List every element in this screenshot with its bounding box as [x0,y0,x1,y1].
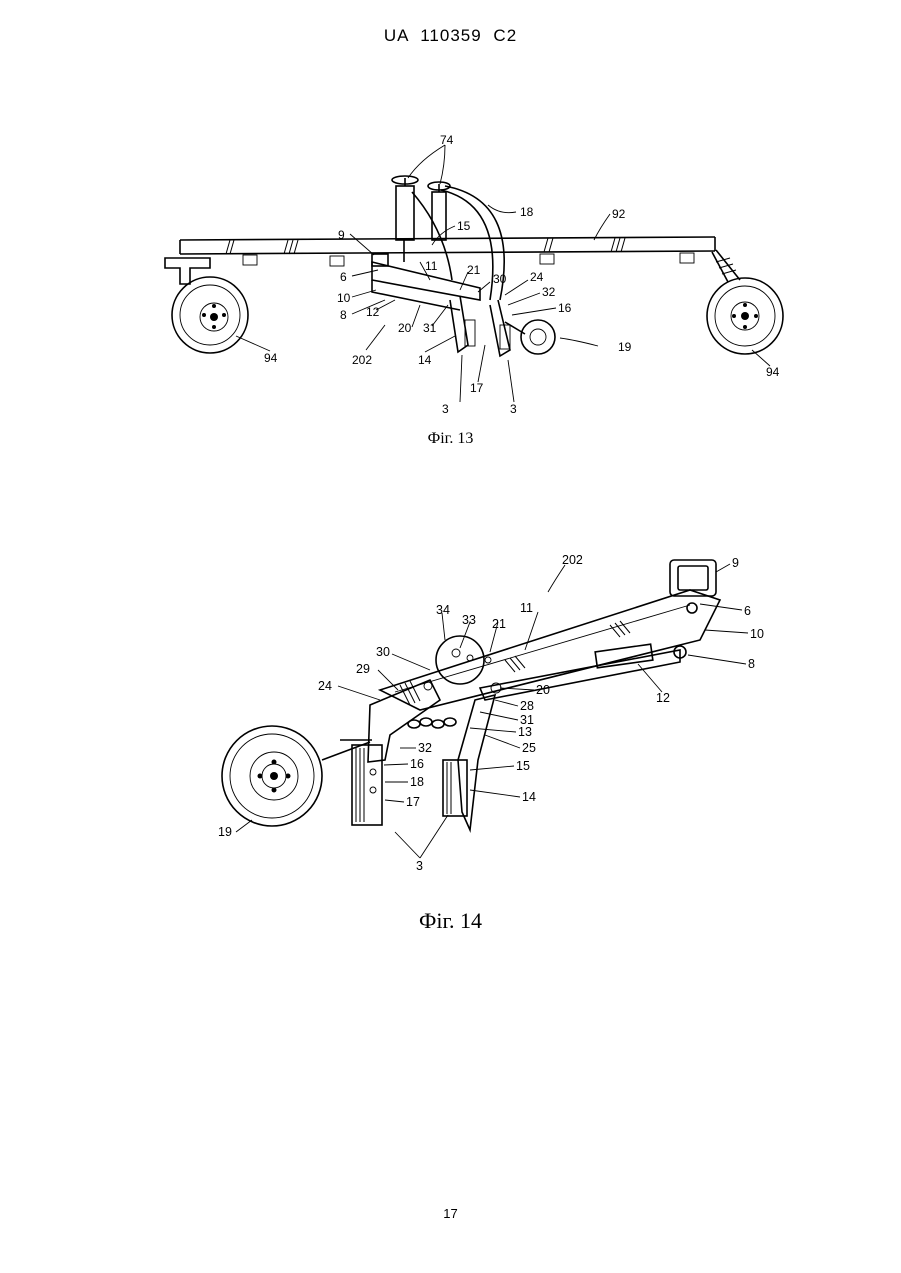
fig13-label-202: 202 [352,353,372,367]
figure-13-drawing: 74 18 92 15 9 6 11 21 30 24 32 16 10 8 1… [0,120,901,430]
fig13-label-10: 10 [337,291,351,305]
fig13-label-6: 6 [340,270,347,284]
fig13-label-14: 14 [418,353,432,367]
fig13-label-9: 9 [338,228,345,242]
fig14-label-20: 20 [536,683,550,697]
fig13-label-21: 21 [467,263,481,277]
fig14-label-14: 14 [522,790,536,804]
fig14-label-11: 11 [520,601,533,615]
fig13-label-31: 31 [423,321,437,335]
fig13-label-3a: 3 [442,402,449,416]
fig13-label-92: 92 [612,207,626,221]
fig14-label-30: 30 [376,645,390,659]
page-number: 17 [0,1206,901,1221]
fig13-label-15: 15 [457,219,471,233]
figure-13-svg: 74 18 92 15 9 6 11 21 30 24 32 16 10 8 1… [0,120,901,430]
fig14-label-21: 21 [492,617,506,631]
fig13-label-12: 12 [366,305,380,319]
fig14-label-3: 3 [416,859,423,873]
fig14-label-34: 34 [436,603,450,617]
fig13-label-74: 74 [440,133,454,147]
fig14-label-10: 10 [750,627,764,641]
fig14-label-12: 12 [656,691,670,705]
fig14-label-6: 6 [744,604,751,618]
fig13-label-94-right: 94 [766,365,780,379]
fig13-label-19: 19 [618,340,632,354]
fig13-label-11: 11 [425,259,438,273]
fig14-label-32: 32 [418,741,432,755]
fig14-label-16: 16 [410,757,424,771]
fig14-label-9: 9 [732,556,739,570]
fig13-label-20: 20 [398,321,412,335]
fig14-label-25: 25 [522,741,536,755]
fig13-label-8: 8 [340,308,347,322]
fig13-label-16: 16 [558,301,572,315]
fig14-label-8: 8 [748,657,755,671]
fig13-label-17: 17 [470,381,484,395]
fig14-label-29: 29 [356,662,370,676]
fig13-label-24: 24 [530,270,544,284]
fig13-label-18: 18 [520,205,534,219]
fig13-label-3b: 3 [510,402,517,416]
fig14-label-18: 18 [410,775,424,789]
fig14-label-24: 24 [318,679,332,693]
fig14-label-15: 15 [516,759,530,773]
patent-header: UA 110359 C2 [0,26,901,46]
fig14-label-33: 33 [462,613,476,627]
fig14-label-19: 19 [218,825,232,839]
fig14-label-28: 28 [520,699,534,713]
figure-14-drawing: 202 9 6 11 34 33 21 30 10 8 29 24 20 12 … [0,545,901,875]
figure-14-caption: Фіг. 14 [0,908,901,934]
fig13-label-30: 30 [493,272,507,286]
figure-14-svg: 202 9 6 11 34 33 21 30 10 8 29 24 20 12 … [0,545,901,875]
fig14-label-13: 13 [518,725,532,739]
fig13-label-32: 32 [542,285,556,299]
figure-13-caption: Фіг. 13 [0,430,901,448]
fig13-label-94-left: 94 [264,351,278,365]
fig14-label-202: 202 [562,553,583,567]
fig14-label-17: 17 [406,795,420,809]
